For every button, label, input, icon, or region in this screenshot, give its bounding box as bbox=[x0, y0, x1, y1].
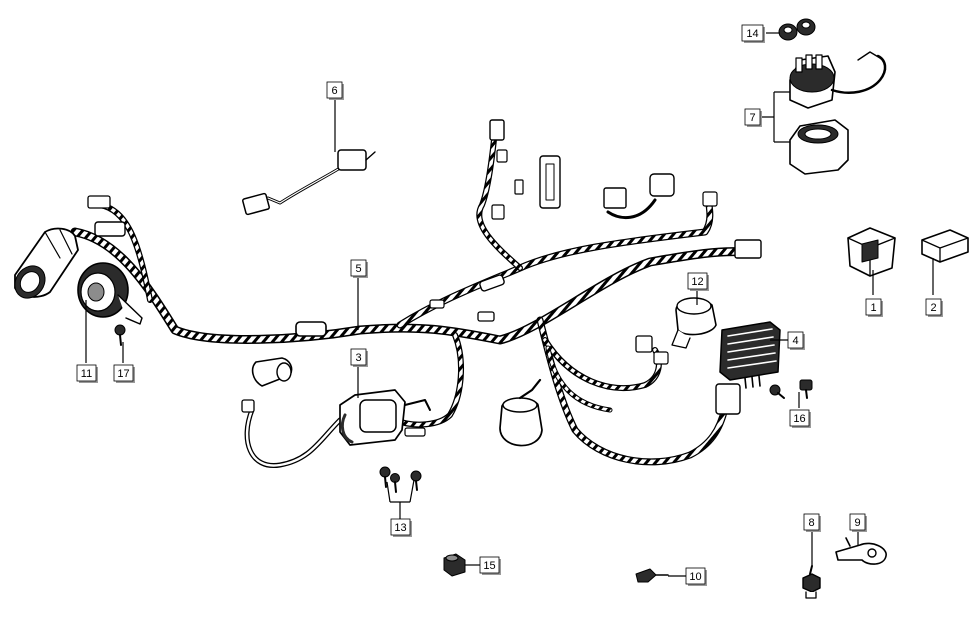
callout-15-label: 15 bbox=[483, 560, 495, 572]
flasher-relay bbox=[847, 227, 896, 277]
parts bbox=[14, 18, 969, 599]
callout-16-label: 16 bbox=[793, 413, 805, 425]
callout-9-label: 9 bbox=[854, 517, 860, 529]
side-stand-switch bbox=[242, 149, 376, 216]
callout-7: 7 bbox=[744, 108, 762, 127]
spark-plug-cap bbox=[241, 357, 343, 468]
relay-2 bbox=[921, 229, 969, 263]
terminal-lug bbox=[835, 537, 887, 565]
screw-17 bbox=[114, 324, 126, 346]
callout-8-label: 8 bbox=[808, 517, 814, 529]
callout-4: 4 bbox=[787, 331, 805, 350]
callout-15: 15 bbox=[479, 556, 501, 575]
callout-13: 13 bbox=[390, 518, 412, 537]
main-wiring-harness bbox=[70, 119, 762, 466]
regulator-screws bbox=[769, 379, 813, 399]
callout-5-label: 5 bbox=[355, 263, 361, 275]
callout-5: 5 bbox=[350, 259, 368, 278]
callout-12: 12 bbox=[687, 272, 709, 291]
callout-9: 9 bbox=[849, 513, 867, 532]
callout-14-label: 14 bbox=[746, 28, 758, 40]
callout-labels: 6 5 3 12 4 7 14 bbox=[76, 24, 943, 586]
callout-6: 6 bbox=[326, 81, 344, 100]
callout-14: 14 bbox=[741, 24, 765, 43]
callout-2-label: 2 bbox=[930, 302, 936, 314]
callout-7-label: 7 bbox=[749, 112, 755, 124]
callout-1-label: 1 bbox=[870, 302, 876, 314]
capacitor bbox=[499, 378, 543, 447]
callout-4-label: 4 bbox=[792, 335, 798, 347]
callout-2: 2 bbox=[925, 298, 943, 317]
callout-8: 8 bbox=[803, 513, 821, 532]
callout-17-label: 17 bbox=[117, 368, 129, 380]
callout-1: 1 bbox=[865, 298, 883, 317]
callout-13-label: 13 bbox=[394, 522, 406, 534]
regulator-rectifier bbox=[719, 321, 781, 389]
starter-relay bbox=[789, 51, 887, 109]
callout-6-label: 6 bbox=[331, 85, 337, 97]
coil-screws bbox=[379, 466, 422, 493]
relay-rubber-boot bbox=[789, 119, 849, 175]
sensor-10 bbox=[635, 568, 669, 583]
grommet bbox=[443, 553, 466, 577]
callout-3-label: 3 bbox=[355, 352, 361, 364]
component-12 bbox=[671, 297, 717, 349]
leader-lines bbox=[85, 32, 934, 577]
callout-11-label: 11 bbox=[81, 368, 92, 380]
callout-12-label: 12 bbox=[691, 276, 703, 288]
callout-16: 16 bbox=[789, 409, 811, 428]
horn bbox=[77, 262, 143, 325]
callout-3: 3 bbox=[350, 348, 368, 367]
callout-10: 10 bbox=[685, 567, 707, 586]
socket-assembly bbox=[14, 227, 79, 299]
terminal-caps bbox=[778, 18, 816, 41]
ignition-coil bbox=[339, 389, 431, 446]
callout-17: 17 bbox=[113, 364, 135, 383]
pressure-switch bbox=[802, 565, 821, 599]
callout-10-label: 10 bbox=[689, 571, 701, 583]
callout-11: 11 bbox=[76, 364, 98, 383]
